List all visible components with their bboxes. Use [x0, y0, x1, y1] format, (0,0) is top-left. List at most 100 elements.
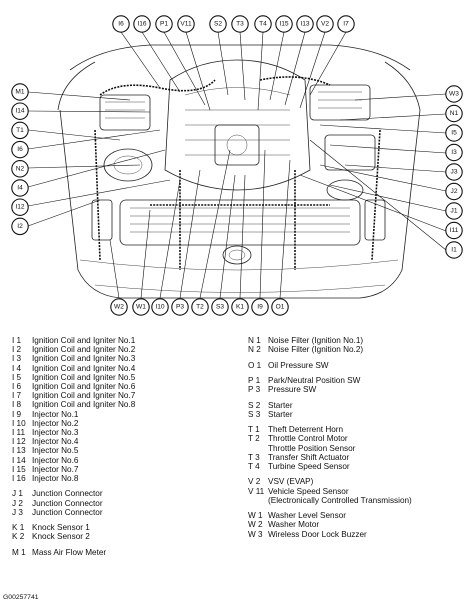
- callout-label: I2: [17, 223, 23, 230]
- legend-name: Ignition Coil and Igniter No.8: [32, 400, 136, 410]
- legend-name: Transfer Shift Actuator: [268, 452, 350, 462]
- callout-label: I15: [279, 21, 288, 28]
- callout-i14: I14: [11, 102, 29, 120]
- legend-row: (Electronically Controlled Transmission): [248, 496, 412, 505]
- callout-i9: I9: [251, 298, 269, 316]
- callout-label: V11: [180, 21, 192, 28]
- legend-code: V 11: [248, 486, 265, 496]
- legend-name: Noise Filter (Ignition No.1): [268, 336, 364, 345]
- callout-label: I11: [450, 227, 459, 234]
- legend-code: T 2: [248, 434, 260, 444]
- callout-label: S3: [216, 304, 224, 311]
- legend-group: T 1 Theft Deterrent Horn T 2 Throttle Contr…: [248, 425, 412, 471]
- legend-code: S 2: [248, 400, 261, 410]
- legend-code: J 2: [12, 498, 23, 508]
- callout-t4: T4: [254, 15, 272, 33]
- callout-label: I13: [300, 21, 309, 28]
- legend-row: I 12 Injector No.4: [12, 437, 135, 446]
- callout-i10: I10: [151, 298, 169, 316]
- legend-row: M 1 Mass Air Flow Meter: [12, 548, 135, 557]
- legend-name: Mass Air Flow Meter: [32, 547, 107, 557]
- legend-name: Knock Sensor 1: [32, 523, 90, 533]
- legend-group: O 1 Oil Pressure SW: [248, 361, 412, 370]
- legend-row: S 2 Starter: [248, 401, 412, 410]
- legend-name: Injector No.4: [32, 437, 79, 447]
- legend-name: Ignition Coil and Igniter No.6: [32, 382, 136, 392]
- callout-m1: M1: [11, 83, 29, 101]
- callout-w2: W2: [110, 298, 128, 316]
- legend-code: T 1: [248, 425, 260, 435]
- legend-code: P 3: [248, 385, 261, 395]
- legend-code: I 5: [12, 372, 22, 382]
- callout-label: N1: [450, 110, 459, 117]
- callout-label: I5: [451, 130, 457, 137]
- callout-label: T1: [16, 127, 24, 134]
- callout-t2: T2: [191, 298, 209, 316]
- callout-label: I4: [17, 185, 23, 192]
- callout-p1: P1: [155, 15, 173, 33]
- legend-code: I 14: [12, 455, 26, 465]
- legend-name: Ignition Coil and Igniter No.7: [32, 391, 136, 401]
- callout-s3: S3: [211, 298, 229, 316]
- legend-row: I 6 Ignition Coil and Igniter No.6: [12, 382, 135, 391]
- callout-label: W1: [136, 304, 146, 311]
- legend-code: I 13: [12, 446, 26, 456]
- callout-i4: I4: [11, 179, 29, 197]
- legend-code: I 1: [12, 336, 22, 345]
- legend-code: M 1: [12, 547, 26, 557]
- callout-i2: I2: [11, 217, 29, 236]
- callout-o1: O1: [271, 298, 289, 316]
- callout-label: P3: [176, 304, 184, 311]
- callout-label: J3: [451, 169, 458, 176]
- legend-name: Washer Level Sensor: [268, 511, 346, 521]
- legend-name: Oil Pressure SW: [268, 360, 329, 370]
- legend-code: I 12: [12, 437, 26, 447]
- legend-name: Noise Filter (Ignition No.2): [268, 345, 364, 355]
- legend-name: Junction Connector: [32, 507, 103, 517]
- legend-name: Injector No.3: [32, 428, 79, 438]
- legend-code: I 2: [12, 345, 22, 355]
- legend-name: Throttle Control Motor: [268, 434, 348, 444]
- callout-label: I7: [343, 21, 349, 28]
- engine-bay-drawing: [57, 44, 421, 299]
- legend-name: Starter: [268, 400, 293, 410]
- legend-code: W 1: [248, 511, 263, 521]
- callout-label: K1: [236, 304, 244, 311]
- callout-j2: J2: [445, 182, 463, 201]
- legend-name: Ignition Coil and Igniter No.4: [32, 363, 136, 373]
- legend-name: Theft Deterrent Horn: [268, 425, 344, 435]
- callout-label: T2: [196, 304, 204, 311]
- legend-code: I 16: [12, 474, 26, 484]
- legend-name: Ignition Coil and Igniter No.5: [32, 372, 136, 382]
- legend-row: O 1 Oil Pressure SW: [248, 361, 412, 370]
- callout-i5: I5: [445, 124, 463, 142]
- legend-name: Injector No.7: [32, 464, 79, 474]
- legend-code: O 1: [248, 360, 262, 370]
- legend-code: K 1: [12, 523, 25, 533]
- callout-t1: T1: [11, 121, 29, 140]
- legend-code: K 2: [12, 532, 25, 542]
- legend-code: I 4: [12, 363, 22, 373]
- legend-code: [248, 444, 268, 453]
- legend-code: I 6: [12, 382, 22, 392]
- callout-n1: N1: [445, 104, 463, 123]
- callout-j1: J1: [445, 202, 463, 220]
